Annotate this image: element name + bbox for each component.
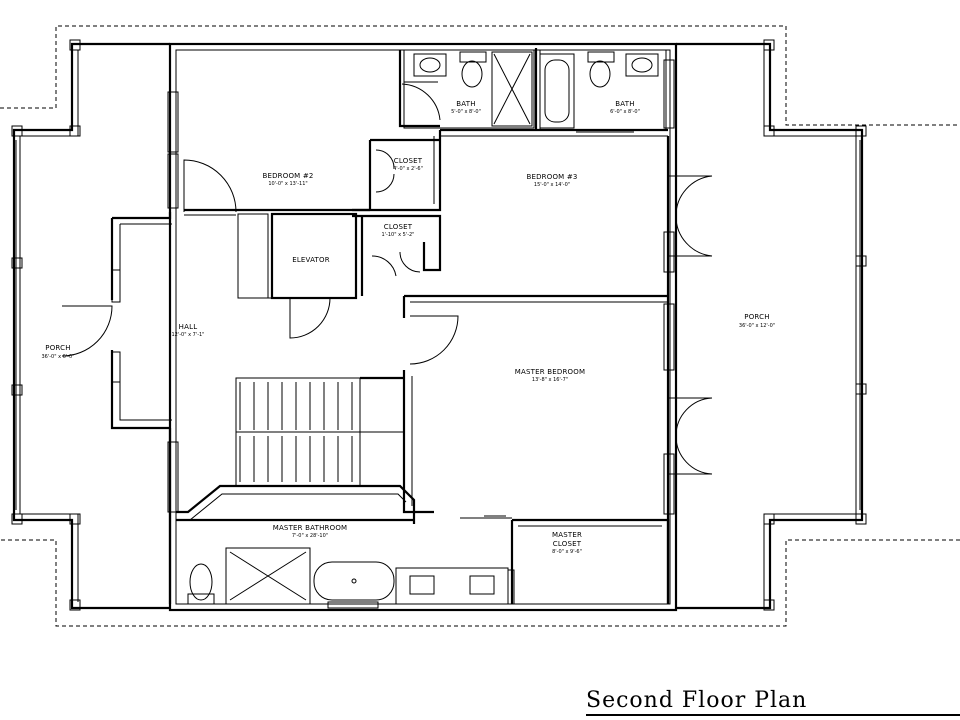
- label-master-closet: MASTER: [552, 531, 582, 539]
- dims-master-closet: 8'-0" x 9'-6": [552, 549, 582, 555]
- plan-title: Second Floor Plan: [586, 688, 808, 713]
- label-master-bedroom: MASTER BEDROOM: [515, 368, 585, 376]
- label-bath-right: BATH: [615, 100, 634, 108]
- dims-bedroom-3: 15'-0" x 14'-0": [534, 182, 570, 188]
- label-elevator: ELEVATOR: [292, 256, 330, 264]
- dims-closet-upper: 4'-0" x 2'-6": [393, 166, 423, 172]
- label-master-bathroom: MASTER BATHROOM: [273, 524, 348, 532]
- label-master-closet-2: CLOSET: [553, 540, 582, 548]
- label-closet-lower: CLOSET: [384, 223, 413, 231]
- dims-master-bathroom: 7'-0" x 28'-10": [292, 533, 328, 539]
- label-closet-upper: CLOSET: [394, 157, 423, 165]
- label-porch-right: PORCH: [744, 313, 769, 321]
- windows: [111, 59, 675, 609]
- label-hall: HALL: [179, 323, 198, 331]
- property-outline: [0, 25, 960, 627]
- dims-closet-lower: 1'-10" x 5'-2": [381, 232, 414, 238]
- dims-master-bedroom: 13'-8" x 16'-7": [532, 377, 568, 383]
- title-underline: [586, 714, 960, 716]
- stair-treads: [239, 382, 353, 482]
- dims-porch-right: 36'-0" x 12'-0": [739, 323, 775, 329]
- plumbing-fixtures: [187, 51, 659, 605]
- doors: [61, 83, 713, 517]
- label-porch-left: PORCH: [45, 344, 70, 352]
- left-porch-structure: [11, 39, 170, 611]
- dims-hall: 12'-0" x 7'-1": [171, 332, 204, 338]
- label-bedroom-3: BEDROOM #3: [526, 173, 577, 181]
- room-labels: PORCH 36'-0" x 6'-0" PORCH 36'-0" x 12'-…: [41, 100, 775, 555]
- label-bedroom-2: BEDROOM #2: [262, 172, 313, 180]
- label-bath-left: BATH: [456, 100, 475, 108]
- dims-porch-left: 36'-0" x 6'-0": [41, 354, 74, 360]
- right-porch-structure: [676, 39, 867, 611]
- dims-bath-right: 6'-0" x 8'-0": [610, 109, 640, 115]
- dims-bath-left: 5'-0" x 8'-0": [451, 109, 481, 115]
- dims-bedroom-2: 10'-0" x 13'-11": [268, 181, 307, 187]
